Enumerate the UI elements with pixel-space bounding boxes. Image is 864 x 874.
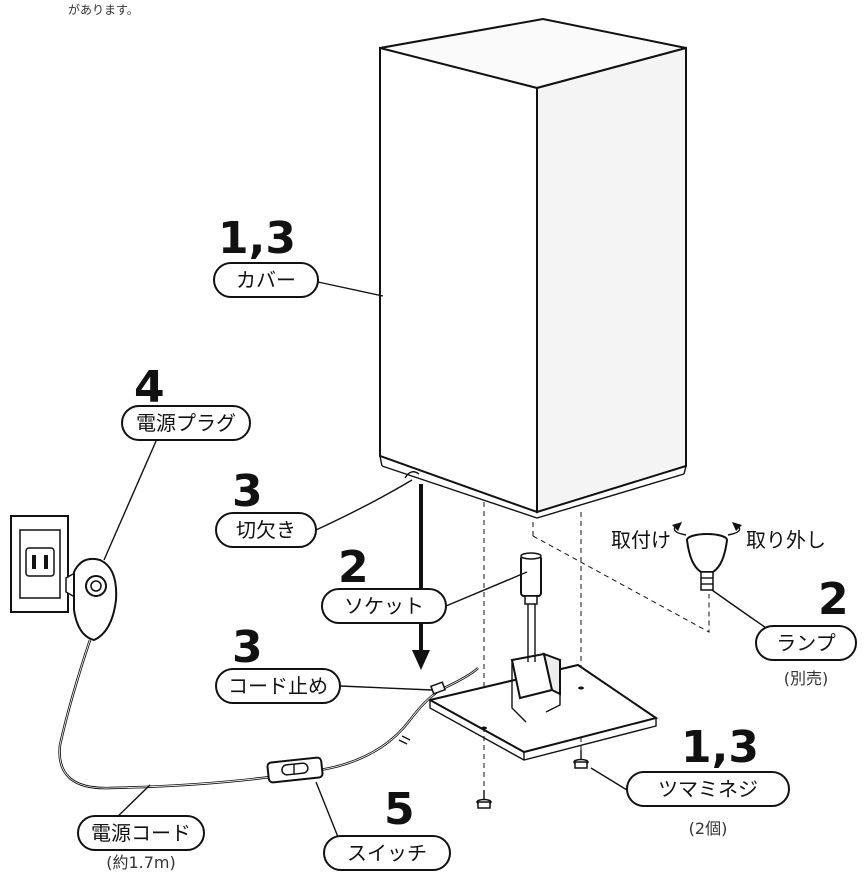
- leader-socket: [445, 571, 528, 607]
- leader-cord-stop: [339, 685, 433, 691]
- cord-switch: [266, 756, 324, 784]
- notch-label-pill: [215, 512, 317, 548]
- lamp-attach-label: 取付け: [611, 528, 671, 552]
- cover-notch: [404, 471, 420, 479]
- cover-label-pill: [213, 262, 319, 298]
- notch-step-number: 3: [232, 466, 263, 517]
- base-plate: [427, 652, 659, 761]
- power-cord-length: (約1.7m): [106, 853, 176, 872]
- lamp-label-pill: [755, 625, 857, 661]
- socket: [520, 552, 542, 662]
- plug-label: 電源プラグ: [136, 411, 236, 435]
- socket-step-number: 2: [338, 542, 369, 593]
- leader-switch: [315, 781, 339, 838]
- cord-stop-clip: [430, 681, 446, 695]
- plug-label-pill: [121, 405, 251, 441]
- guide-line-lamp: [532, 535, 710, 633]
- power-cord-label-pill: [77, 815, 205, 851]
- knob-screw-left: [476, 790, 492, 809]
- leader-notch: [315, 479, 413, 531]
- cover-side-face: [536, 46, 687, 514]
- top-note: があります。: [68, 2, 139, 17]
- cord-stop-label: コード止め: [228, 674, 328, 698]
- cover-front-face: [379, 46, 538, 514]
- leader-plug: [103, 431, 161, 561]
- leader-cover: [317, 281, 384, 297]
- down-arrow: [412, 484, 430, 670]
- knob-screw-step-number: 1,3: [681, 722, 759, 773]
- wall-outlet: [10, 515, 69, 613]
- knob-screw-label-pill: [626, 771, 790, 807]
- socket-label: ソケット: [344, 594, 424, 618]
- leader-lamp: [711, 589, 773, 633]
- knob-screw-right: [573, 750, 589, 769]
- lamp-step-number: 2: [818, 574, 849, 625]
- lamp-bulb-icon: [672, 522, 742, 591]
- switch-step-number: 5: [384, 784, 415, 835]
- cord-stop-label-pill: [215, 668, 341, 704]
- knob-screw-label: ツマミネジ: [658, 777, 758, 801]
- cover-shade: [379, 17, 687, 519]
- cover-bottom-rim: [381, 465, 685, 519]
- lamp-label: ランプ: [776, 631, 835, 655]
- knob-screw-count: (2個): [689, 819, 728, 838]
- notch-label: 切欠き: [236, 518, 296, 542]
- cover-step-number: 1,3: [218, 213, 296, 264]
- plug-step-number: 4: [134, 362, 165, 413]
- switch-label-pill: [323, 835, 451, 871]
- socket-label-pill: [321, 588, 447, 624]
- power-plug-icon: [65, 557, 118, 642]
- switch-label: スイッチ: [347, 841, 427, 865]
- power-cord-label: 電源コード: [91, 821, 191, 845]
- lamp-sold-separately: (別売): [784, 669, 829, 688]
- lamp-detach-label: 取り外し: [746, 528, 826, 552]
- cord-stop-step-number: 3: [232, 622, 263, 673]
- cover-label: カバー: [236, 268, 296, 292]
- leader-knob-screw: [590, 767, 628, 791]
